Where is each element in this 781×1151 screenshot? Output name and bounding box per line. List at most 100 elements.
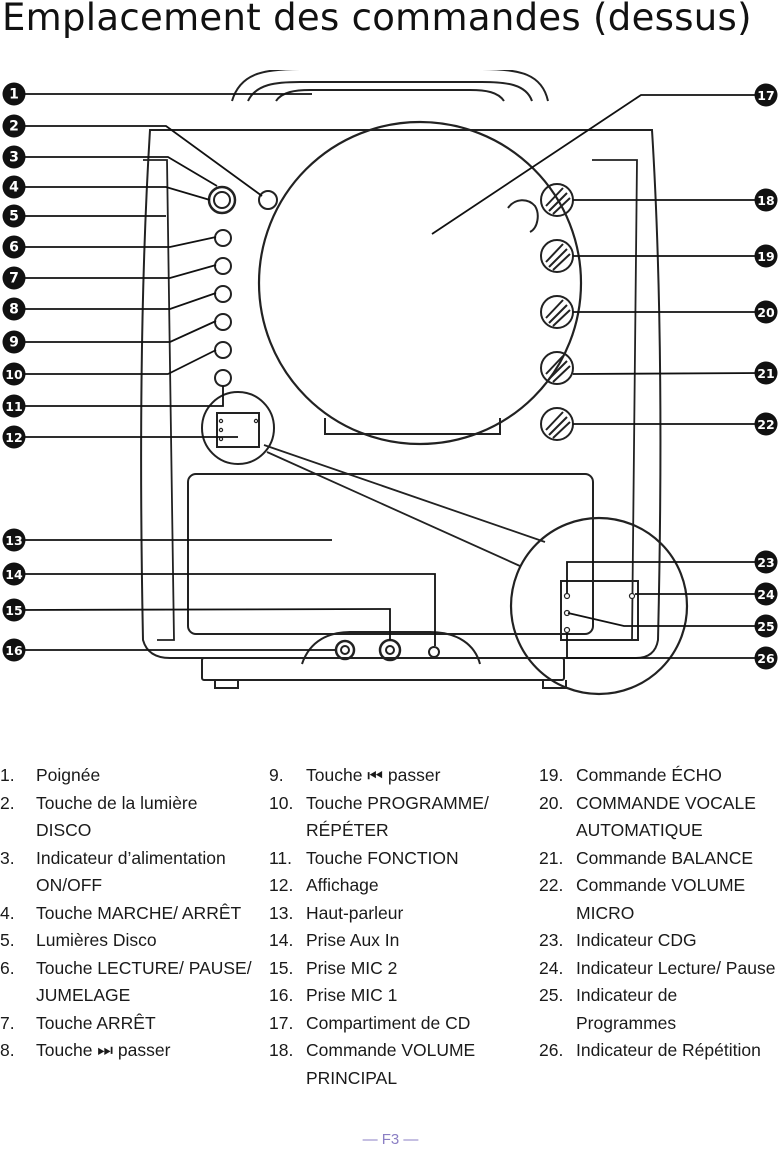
callout-25: 25 <box>754 614 778 638</box>
next-button <box>214 285 232 303</box>
legend-item: 25.Indicateur de Programmes <box>539 985 678 1033</box>
callout-label: 21 <box>757 366 774 381</box>
callout-7: 7 <box>2 266 26 290</box>
callout-2: 2 <box>2 114 26 138</box>
callout-9: 9 <box>2 330 26 354</box>
callout-6: 6 <box>2 235 26 259</box>
legend-item: 4.Touche MARCHE/ ARRÊT <box>0 902 242 923</box>
callout-22: 22 <box>754 412 778 436</box>
legend-item: 2.Touche de la lumière DISCO <box>0 792 198 841</box>
callout-23: 23 <box>754 550 778 574</box>
legend-item: 1.Poignée <box>0 765 101 785</box>
legend-item: 12.Affichage <box>269 875 379 895</box>
callout-20: 20 <box>754 300 778 324</box>
mic1-jack <box>334 639 356 661</box>
legend-column-2: 9.Touche ⏮ passer 10.Touche PROGRAMME/ R… <box>269 762 529 1092</box>
callout-8: 8 <box>2 297 26 321</box>
program-button <box>214 341 232 359</box>
callout-label: 17 <box>757 88 774 103</box>
function-button <box>214 369 232 387</box>
legend-item: 11.Touche FONCTION <box>269 847 459 868</box>
left-grille <box>143 159 175 641</box>
callout-label: 10 <box>5 367 23 382</box>
legend-item: 22.Commande VOLUME MICRO <box>539 875 746 923</box>
callout-label: 22 <box>757 417 774 432</box>
disco-light-button <box>258 190 278 210</box>
legend-item: 5.Lumières Disco <box>0 930 157 950</box>
callout-26: 26 <box>754 646 778 670</box>
callout-label: 11 <box>5 399 22 414</box>
display <box>216 412 260 448</box>
knob-balance <box>540 351 574 385</box>
legend-item: 14.Prise Aux In <box>269 930 400 950</box>
callout-label: 2 <box>9 119 19 135</box>
callout-label: 25 <box>757 619 774 634</box>
callout-label: 1 <box>9 87 19 103</box>
legend-item: 13.Haut-parleur <box>269 902 404 923</box>
callout-17: 17 <box>754 83 778 107</box>
callout-21: 21 <box>754 361 778 385</box>
legend-item: 6.Touche LECTURE/ PAUSE/ JUMELAGE <box>0 957 252 1006</box>
callout-label: 24 <box>757 587 775 602</box>
base <box>201 657 565 681</box>
aux-jack <box>428 646 440 658</box>
prev-button <box>214 313 232 331</box>
callout-1: 1 <box>2 82 26 106</box>
legend-item: 9.Touche ⏮ passer <box>269 765 441 785</box>
device-diagram: 1234567891011121314151617181920212223242… <box>2 70 778 696</box>
callout-label: 7 <box>9 271 19 287</box>
legend-item: 16.Prise MIC 1 <box>269 985 398 1005</box>
callout-label: 23 <box>757 555 774 570</box>
callout-label: 16 <box>5 643 23 658</box>
callout-24: 24 <box>754 582 778 606</box>
legend-item: 10.Touche PROGRAMME/ RÉPÉTER <box>269 792 489 841</box>
legend-column-1: 1.Poignée 2.Touche de la lumière DISCO 3… <box>0 762 255 1065</box>
stop-button <box>214 257 232 275</box>
legend-item: 20.COMMANDE VOCALE AUTOMATIQUE <box>539 792 756 841</box>
callout-3: 3 <box>2 145 26 169</box>
legend-item: 18.Commande VOLUME PRINCIPAL <box>269 1040 476 1088</box>
callout-label: 3 <box>9 150 19 166</box>
cd-lid <box>257 120 583 446</box>
legend-item: 8.Touche ⏭ passer <box>0 1040 171 1060</box>
callout-15: 15 <box>2 598 26 622</box>
callout-label: 12 <box>5 430 22 445</box>
callout-10: 10 <box>2 362 26 386</box>
callout-13: 13 <box>2 528 26 552</box>
callout-label: 18 <box>757 193 774 208</box>
legend-item: 3.Indicateur d’alimentation ON/OFF <box>0 847 226 896</box>
callout-label: 13 <box>5 533 22 548</box>
legend-item: 17.Compartiment de CD <box>269 1012 471 1033</box>
display-zoom <box>509 516 689 696</box>
legend-column-3: 19.Commande ÉCHO 20.COMMANDE VOCALE AUTO… <box>539 762 781 1065</box>
power-button <box>207 185 237 215</box>
callout-label: 5 <box>9 209 19 225</box>
callout-label: 19 <box>757 249 774 264</box>
callout-18: 18 <box>754 188 778 212</box>
callout-label: 9 <box>9 335 19 351</box>
callout-19: 19 <box>754 244 778 268</box>
page-footer: — F3 — <box>362 1131 419 1148</box>
legend-item: 23.Indicateur CDG <box>539 930 697 950</box>
callout-label: 8 <box>9 302 19 318</box>
legend-item: 24.Indicateur Lecture/ Pause <box>539 957 776 978</box>
callout-label: 15 <box>5 603 22 618</box>
legend-item: 21.Commande BALANCE <box>539 847 754 868</box>
callout-label: 20 <box>757 305 775 320</box>
callout-label: 26 <box>757 651 775 666</box>
device-body <box>140 129 662 659</box>
callout-label: 14 <box>5 567 23 582</box>
callout-badges: 1234567891011121314151617181920212223242… <box>2 82 778 670</box>
callout-4: 4 <box>2 175 26 199</box>
legend-item: 7.Touche ARRÊT <box>0 1012 156 1033</box>
callout-5: 5 <box>2 204 26 228</box>
page-title: Emplacement des commandes (dessus) <box>2 0 752 39</box>
callout-14: 14 <box>2 562 26 586</box>
callout-11: 11 <box>2 394 26 418</box>
handle-shape <box>231 70 549 102</box>
right-grille <box>592 159 638 641</box>
play-pause-button <box>214 229 232 247</box>
callout-label: 6 <box>9 240 19 256</box>
legend-item: 19.Commande ÉCHO <box>539 765 722 785</box>
legend-item: 15.Prise MIC 2 <box>269 957 398 978</box>
